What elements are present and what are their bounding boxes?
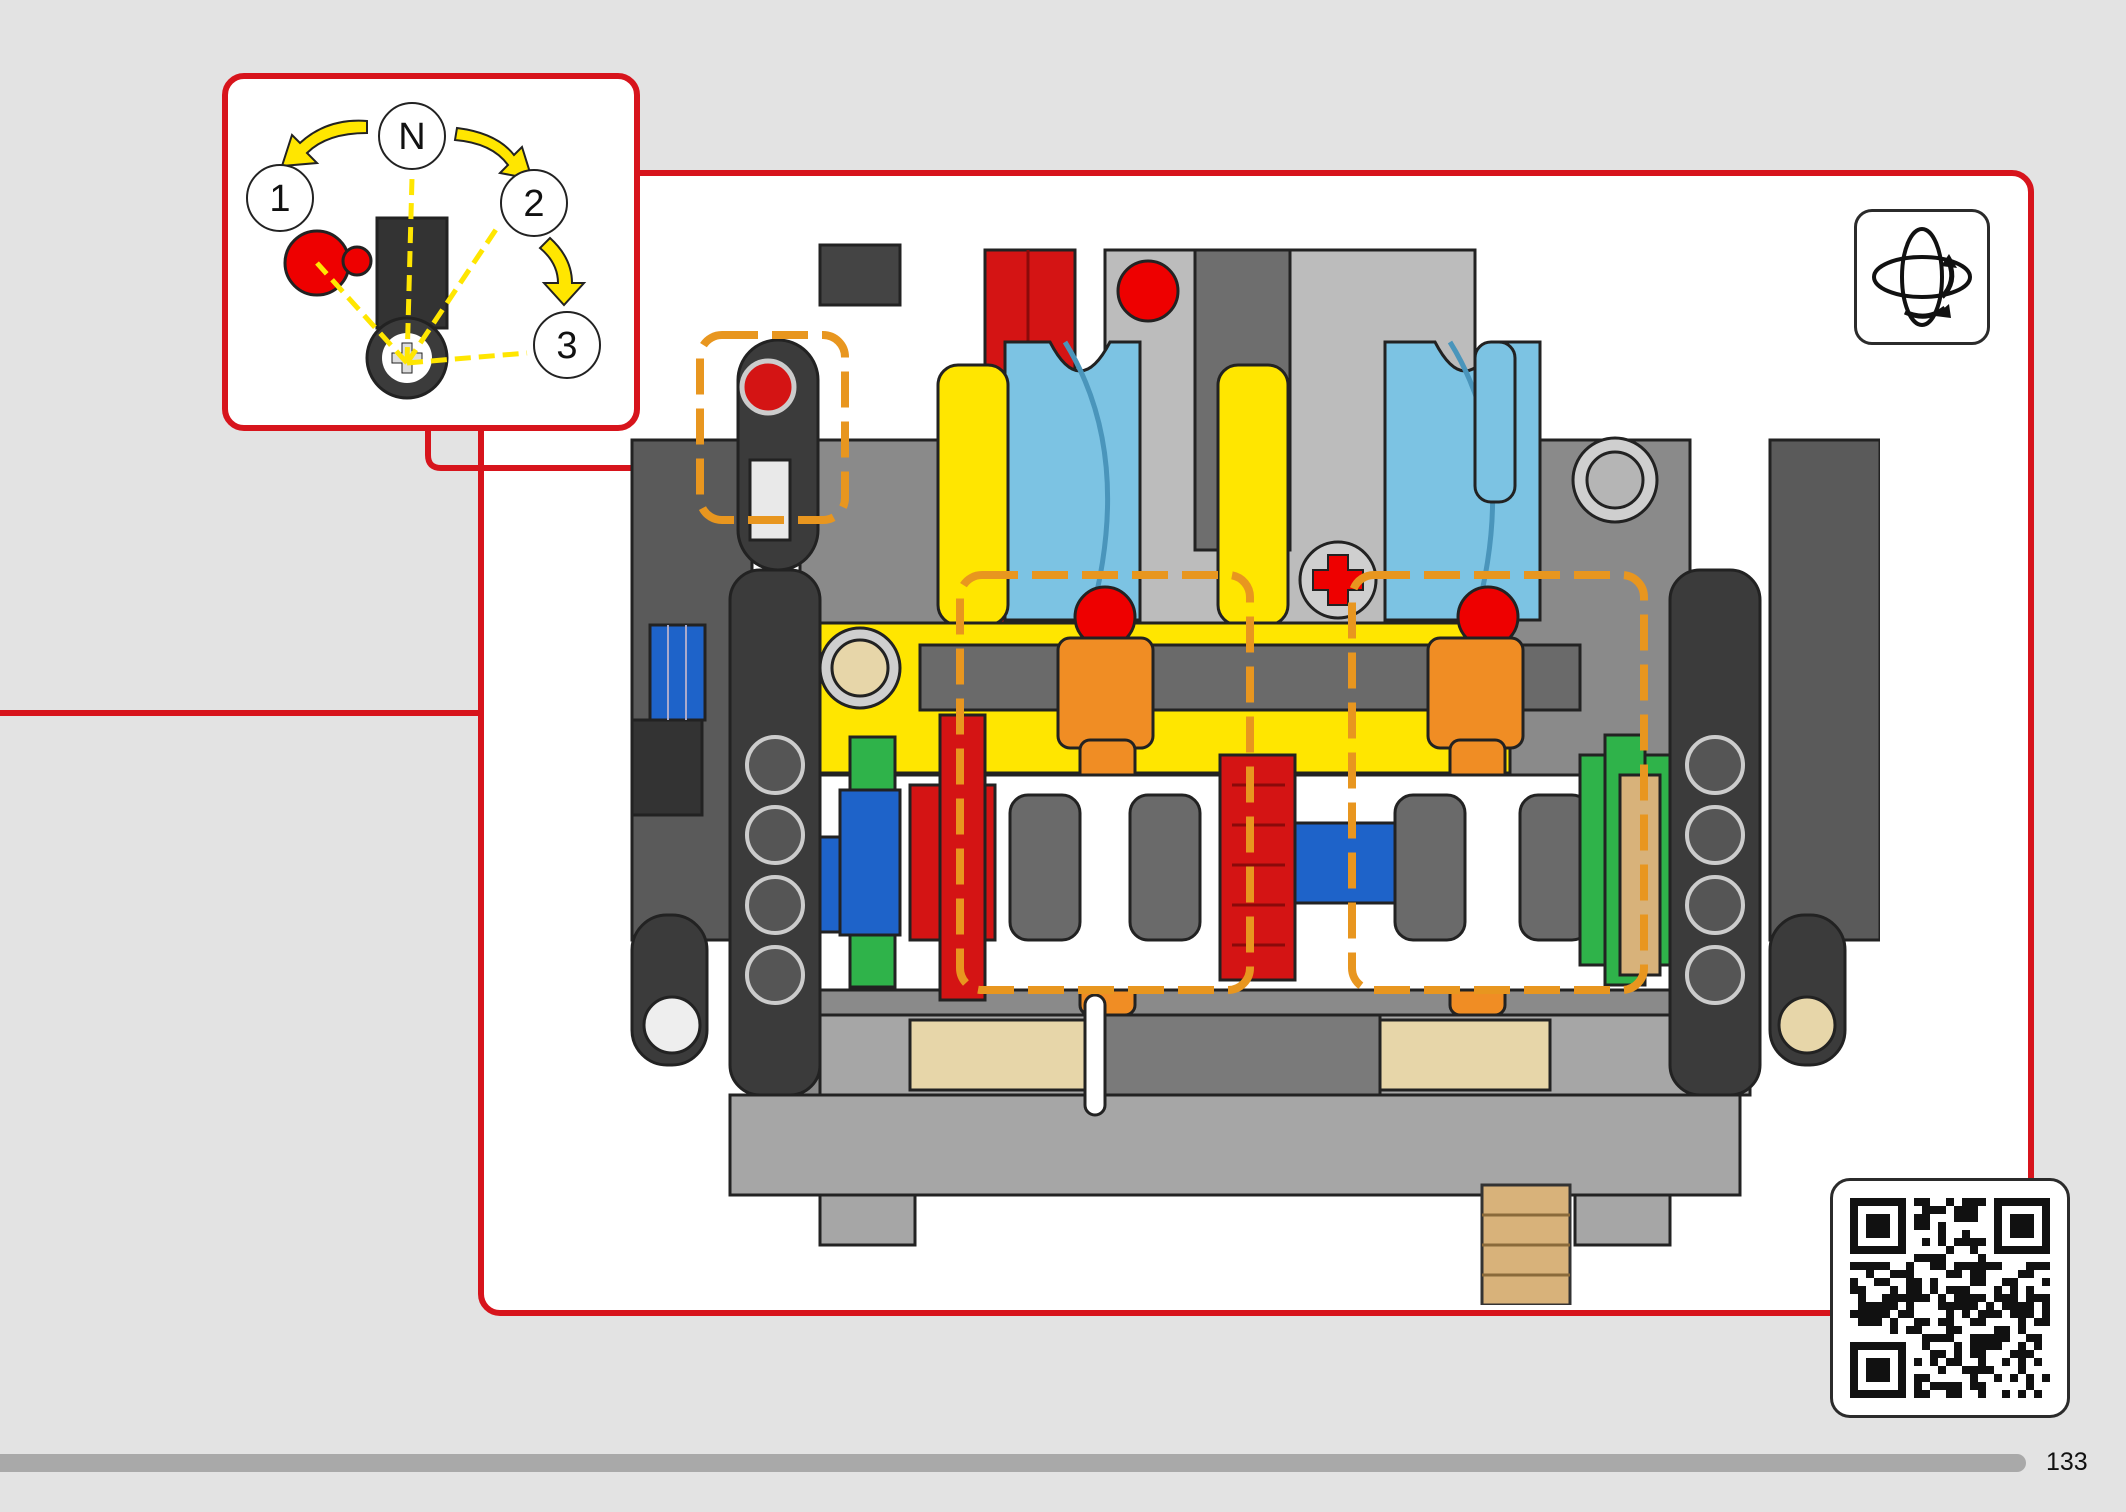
neutral-circle <box>378 102 446 170</box>
gear-2-circle <box>500 169 568 237</box>
rotate-model-icon <box>1872 227 1972 327</box>
shift-pattern-diagram: N 1 2 3 <box>246 102 601 400</box>
page-number: 133 <box>2046 1448 2088 1476</box>
position-label-neutral: N <box>398 116 425 158</box>
qr-code-frame[interactable] <box>1830 1178 2070 1418</box>
gear-1-circle <box>246 164 314 232</box>
gearbox-model-illustration <box>630 243 1880 1305</box>
qr-code-icon[interactable] <box>1833 1181 2067 1415</box>
position-label-2: 2 <box>523 183 544 225</box>
page-progress-bar <box>0 1454 2026 1472</box>
position-label-3: 3 <box>556 325 577 367</box>
gear-3-circle <box>533 311 601 379</box>
rotate-model-badge <box>1854 209 1990 345</box>
position-label-1: 1 <box>269 178 290 220</box>
